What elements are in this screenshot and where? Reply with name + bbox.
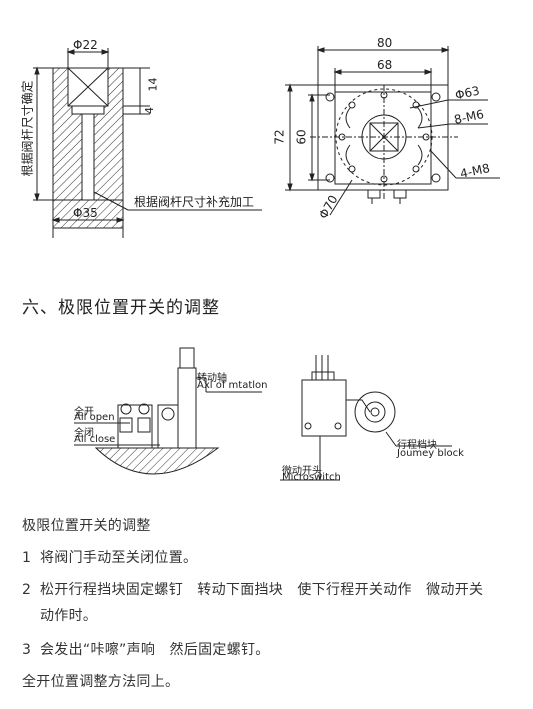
step-2: 2 松开行程挡块固定螺钉 转动下面挡块 使下行程开关动作 微动开关 [22,580,483,600]
dim-72-label: 72 [272,129,287,145]
section-title: 六、极限位置开关的调整 [22,298,220,318]
base-hatched [94,447,220,475]
dim-60-label: 60 [294,129,309,145]
step-2-number: 2 [22,582,32,598]
dim-80-label: 80 [377,36,393,50]
dia-22-label: Φ22 [73,38,98,52]
step-2-continuation: 动作时。 [40,608,98,624]
dim-14-label: 14 [146,77,160,92]
journey-block-cn: 行程档块 [397,440,437,451]
step-1-text: 将阀门手动至关闭位置。 [40,550,198,566]
open-label-en: All open [74,412,115,423]
step-1: 1 将阀门手动至关闭位置。 [22,548,197,568]
journey-block-en: Joumey block [397,448,464,459]
journey-block [354,391,396,433]
shaft-top [179,347,195,369]
microswitch-en: Microswitch [282,472,341,483]
dim-4-label: 4 [143,107,156,114]
microswitch-drawing [280,355,452,481]
step-3-text: 会发出“咔嚓”声响 然后固定螺钉。 [40,642,270,658]
rotation-shaft [177,367,197,449]
procedure-outro: 全开位置调整方法同上。 [22,674,180,690]
microswitch-cn: 微动开头 [282,466,322,477]
open-label-cn: 全开 [74,407,94,418]
step-2-text: 松开行程挡块固定螺钉 转动下面挡块 使下行程开关动作 微动开关 [40,582,484,598]
switch-body [301,379,347,437]
limit-switch-drawing [74,347,262,475]
machining-note: 根据阀杆尺寸补充加工 [134,195,255,209]
step-1-number: 1 [22,550,32,566]
flange-drawing [285,46,500,216]
stem-bore [81,113,95,201]
procedure-intro: 极限位置开关的调整 [22,518,151,534]
step-3-number: 3 [22,642,32,658]
side-dim-label: 根据阀杆尺寸确定 [20,80,35,177]
close-label-en: All close [74,434,116,445]
axis-label-cn: 转动轴 [197,373,227,384]
step-3: 3 会发出“咔嚓”声响 然后固定螺钉。 [22,640,270,660]
dim-68-label: 68 [377,58,393,72]
close-label-cn: 全闭 [74,428,94,439]
stem-coupling-drawing [33,48,262,238]
dia-35-label: Φ35 [73,206,98,220]
axis-label-en: Axl of mtatlon [197,380,268,391]
